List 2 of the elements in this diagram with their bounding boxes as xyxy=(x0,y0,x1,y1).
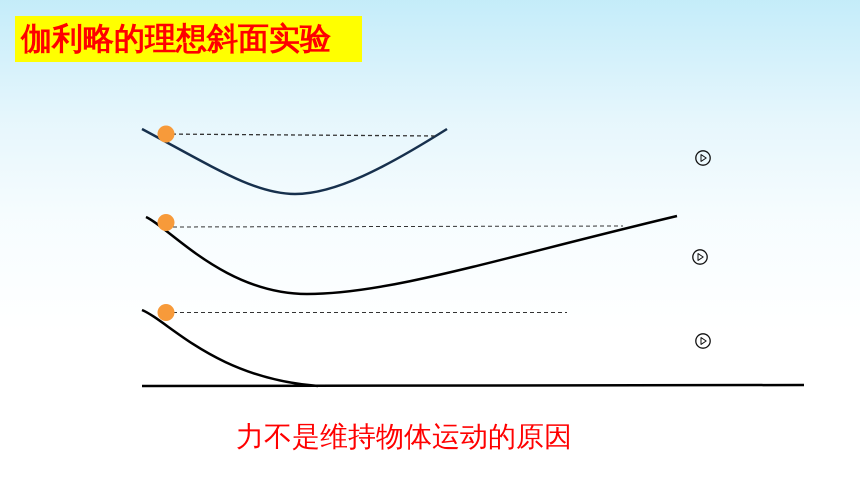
title: 伽利略的理想斜面实验 xyxy=(15,16,362,62)
caption: 力不是维持物体运动的原因 xyxy=(236,420,572,454)
